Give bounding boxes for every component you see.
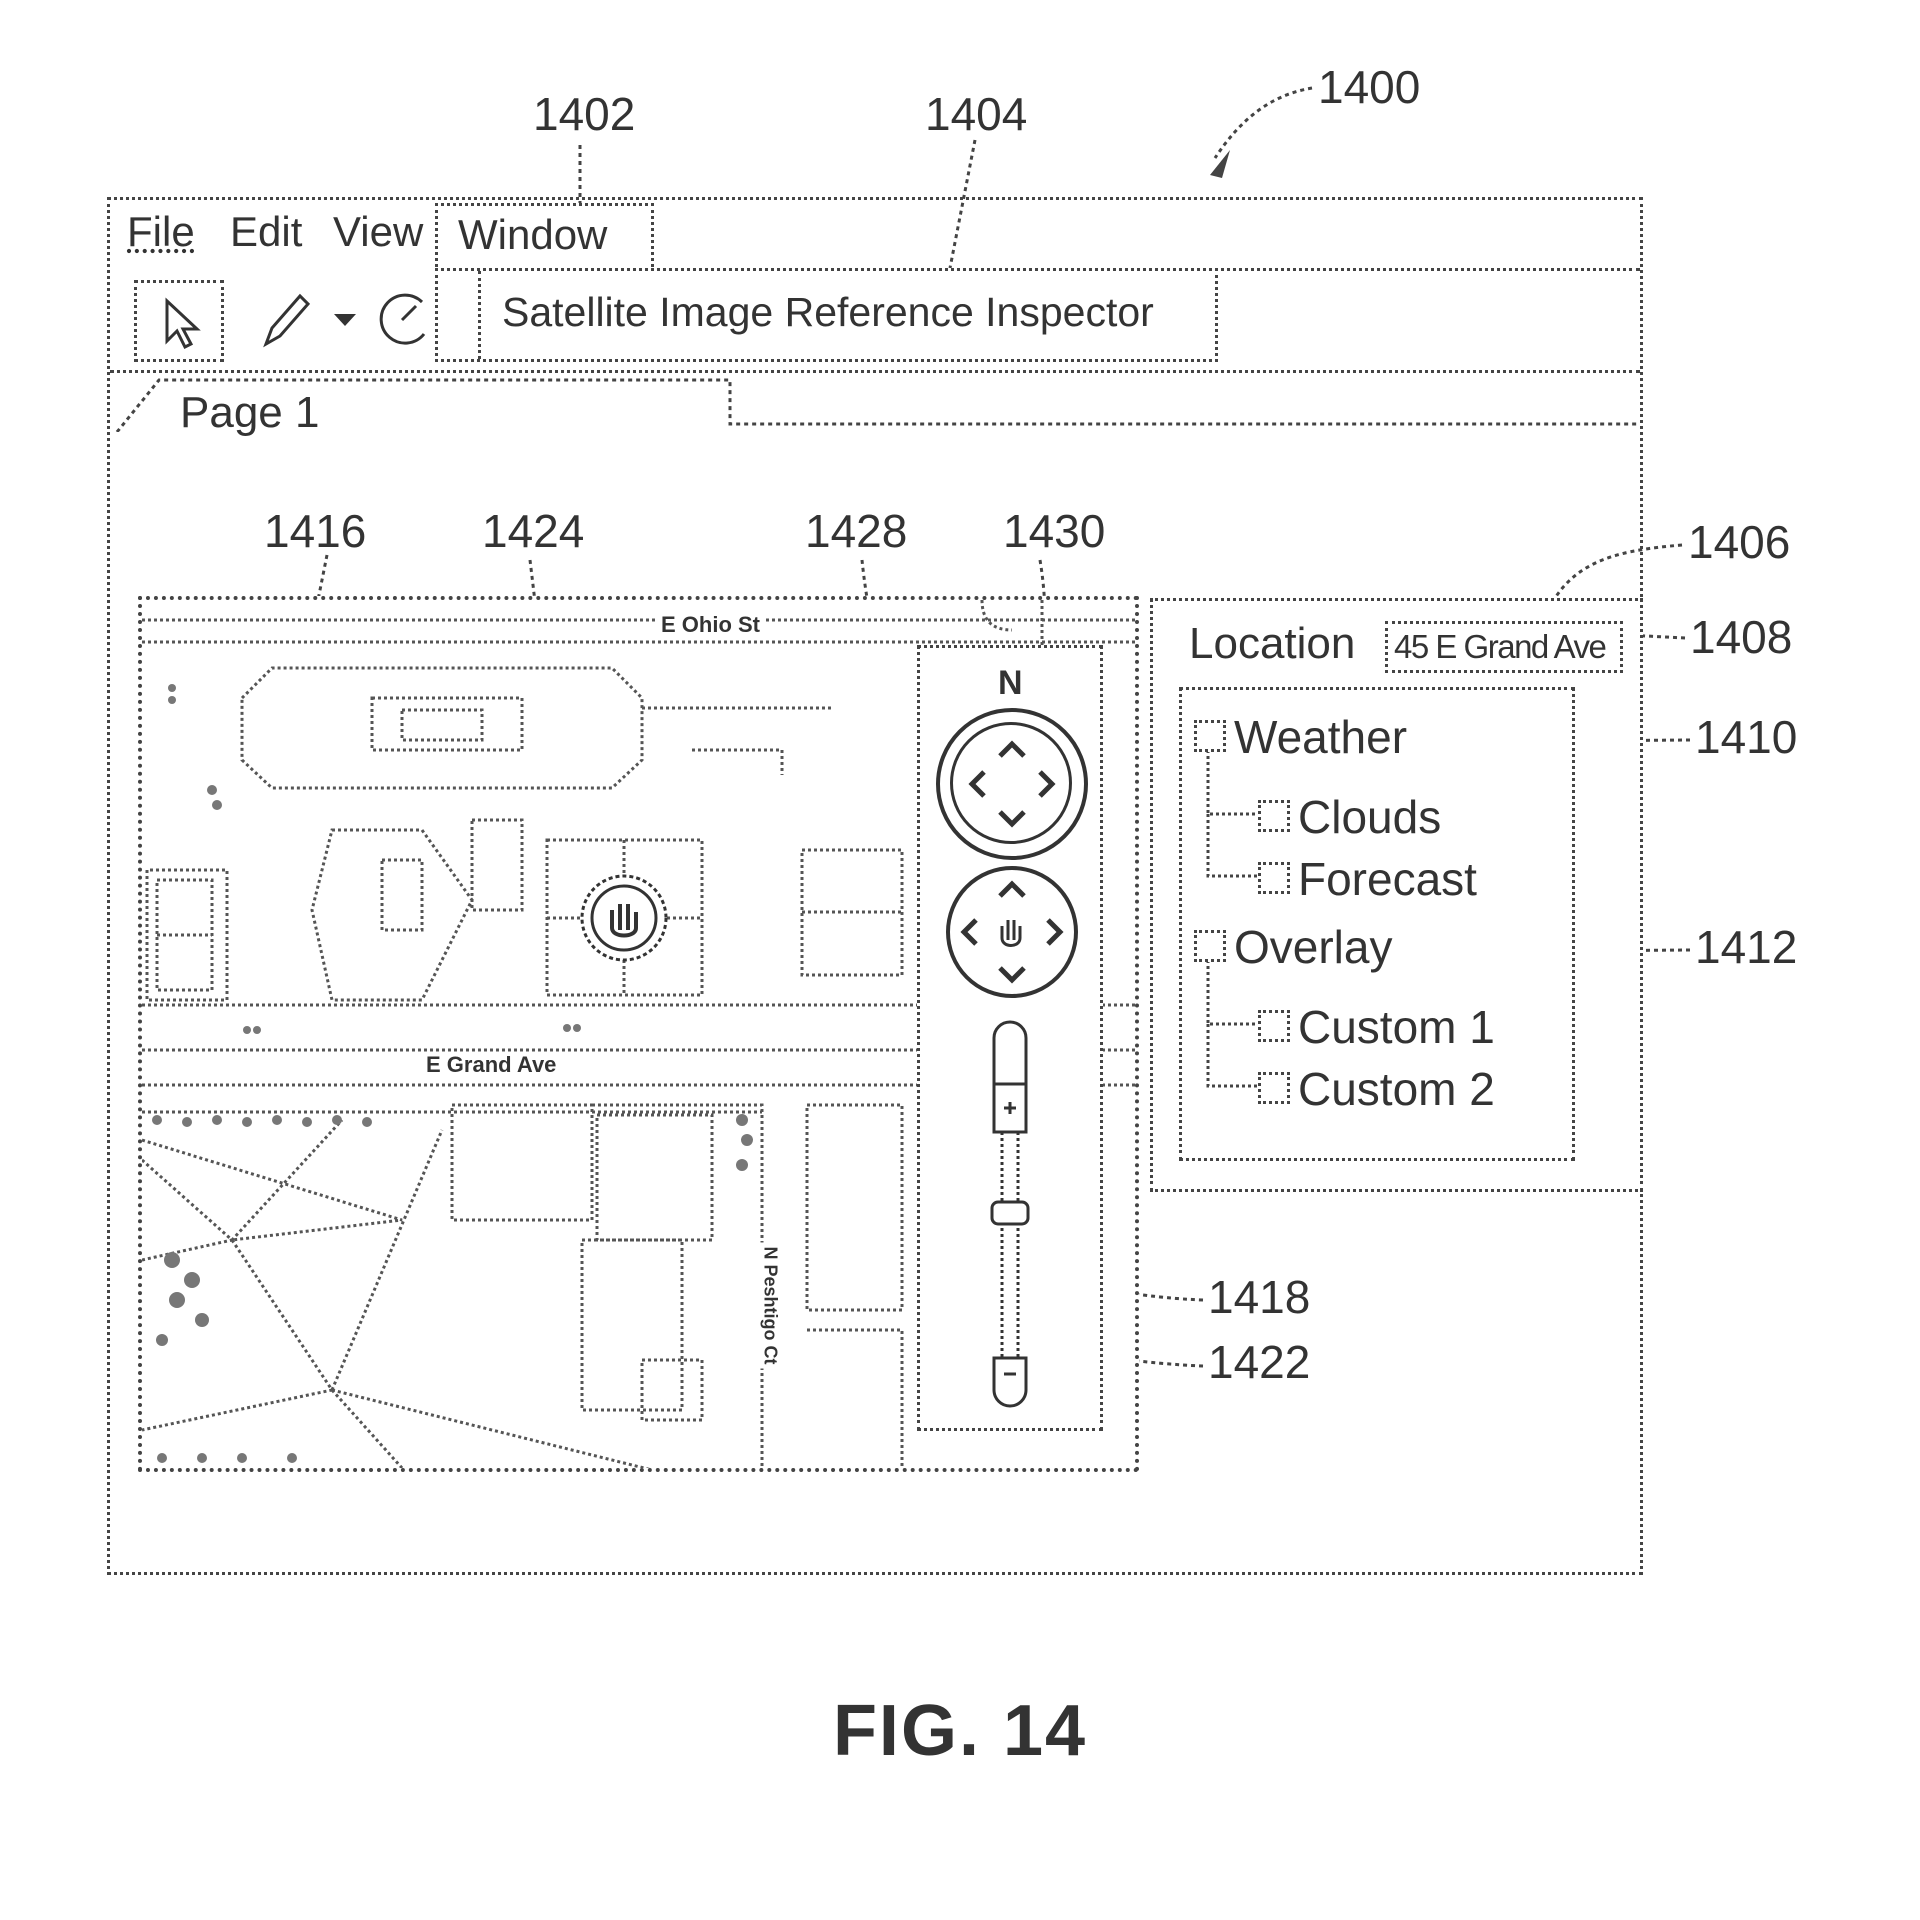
zoom-slider-graphic — [990, 1020, 1030, 1408]
ref-1410: 1410 — [1695, 711, 1798, 763]
tree-item-clouds: Clouds — [1298, 791, 1442, 843]
location-input-value: 45 E Grand Ave — [1394, 628, 1607, 665]
clouds-checkbox[interactable] — [1258, 800, 1290, 832]
cursor-arrow-icon — [165, 297, 201, 350]
custom-2-checkbox[interactable] — [1258, 1072, 1290, 1104]
navigation-panel: N — [917, 645, 1103, 1431]
menu-item-satellite-inspector[interactable]: Satellite Image Reference Inspector — [502, 289, 1154, 335]
select-tool-button[interactable] — [134, 280, 224, 362]
map-view[interactable]: E Ohio St E Grand Ave N Peshtigo Ct N — [138, 596, 1139, 1472]
layer-tree: Weather Clouds Forecast Overlay Custom 1… — [1179, 687, 1575, 1161]
ref-1402: 1402 — [533, 88, 636, 140]
tree-item-weather: Weather — [1234, 711, 1408, 763]
page-tab-outline — [115, 378, 1640, 432]
menu-edit[interactable]: Edit — [230, 208, 303, 255]
figure-caption: FIG. 14 — [832, 1691, 1088, 1771]
ref-1406: 1406 — [1688, 516, 1791, 568]
tree-item-overlay: Overlay — [1234, 921, 1393, 973]
dial-icon[interactable] — [372, 290, 432, 350]
overlay-checkbox[interactable] — [1194, 930, 1226, 962]
weather-checkbox[interactable] — [1194, 720, 1226, 752]
forecast-checkbox[interactable] — [1258, 862, 1290, 894]
location-label: Location — [1189, 619, 1356, 668]
inspector-panel: Location 45 E Grand Ave Weather Clouds F… — [1150, 598, 1643, 1192]
menu-view[interactable]: View — [333, 208, 424, 255]
tree-item-forecast: Forecast — [1298, 853, 1477, 905]
menu-window[interactable]: Window — [435, 203, 654, 274]
street-label-grand: E Grand Ave — [422, 1052, 561, 1078]
ref-1412: 1412 — [1695, 921, 1798, 973]
window-dropdown: Satellite Image Reference Inspector — [435, 268, 1218, 362]
tree-item-custom-1: Custom 1 — [1298, 1001, 1495, 1053]
street-label-peshtigo: N Peshtigo Ct — [759, 1242, 781, 1369]
street-label-ohio: E Ohio St — [657, 612, 764, 638]
pan-control[interactable] — [946, 866, 1078, 998]
ref-1416: 1416 — [264, 505, 367, 557]
compass-north-label: N — [998, 664, 1023, 702]
ref-1430: 1430 — [1003, 505, 1106, 557]
ref-1428: 1428 — [805, 505, 908, 557]
pencil-icon[interactable] — [252, 282, 312, 358]
custom-1-checkbox[interactable] — [1258, 1010, 1290, 1042]
ref-1408: 1408 — [1690, 611, 1793, 663]
tree-item-custom-2: Custom 2 — [1298, 1063, 1495, 1115]
satellite-map-image — [142, 600, 1135, 1468]
compass-rotate-control[interactable] — [936, 708, 1088, 860]
ref-1404: 1404 — [925, 88, 1028, 140]
ref-1400: 1400 — [1318, 61, 1421, 113]
menu-file[interactable]: File — [127, 208, 195, 255]
zoom-slider[interactable] — [990, 1018, 1030, 1408]
pan-hand-icon — [960, 880, 1064, 984]
tab-page-1[interactable]: Page 1 — [180, 388, 320, 437]
ref-1422: 1422 — [1208, 1336, 1311, 1388]
tree-connectors — [1206, 750, 1258, 1088]
ref-1424: 1424 — [482, 505, 585, 557]
ref-1418: 1418 — [1208, 1271, 1311, 1323]
chevron-down-icon[interactable] — [330, 310, 360, 330]
dropdown-gutter — [478, 271, 481, 359]
toolbar-separator — [110, 370, 1640, 373]
toolbar — [110, 270, 435, 362]
location-input[interactable]: 45 E Grand Ave — [1385, 621, 1623, 673]
compass-arrows-icon — [968, 740, 1056, 828]
menu-window-label: Window — [458, 211, 608, 258]
